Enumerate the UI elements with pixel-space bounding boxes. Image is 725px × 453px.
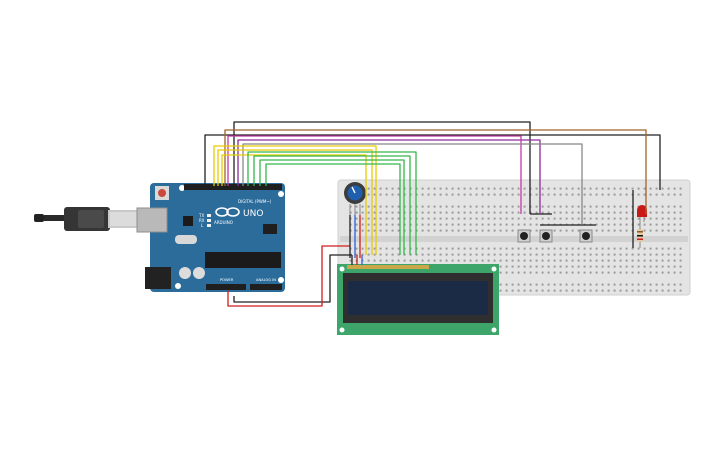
push-button-1[interactable] xyxy=(517,229,531,243)
lcd-screen xyxy=(348,281,488,315)
usb-jack xyxy=(136,207,168,233)
breadboard-top-rail-2 xyxy=(348,192,682,198)
capacitor xyxy=(179,267,191,279)
capacitor xyxy=(193,267,205,279)
lcd-16x2-display[interactable] xyxy=(337,264,499,335)
wire-yellow-3[interactable] xyxy=(221,154,367,255)
potentiometer[interactable] xyxy=(344,182,366,215)
wire-gray[interactable] xyxy=(242,143,583,224)
wires xyxy=(204,121,661,307)
digital-label: DIGITAL (PWM~) xyxy=(238,199,272,204)
arduino-uno-board[interactable]: TX RX L UNO ARDUINO DIGITAL (PWM~) POWER… xyxy=(136,183,285,292)
breadboard-bottom-rail-2 xyxy=(348,287,682,293)
breadboard-upper-strip xyxy=(348,204,682,234)
breadboard-center-channel xyxy=(340,236,688,242)
wire-red[interactable] xyxy=(227,245,350,307)
wire-purple[interactable] xyxy=(237,139,541,214)
power-header xyxy=(206,284,246,290)
analog-header xyxy=(250,284,282,290)
icsp-header xyxy=(263,224,277,234)
breadboard-bottom-rail-1 xyxy=(348,280,682,286)
wire-brown[interactable] xyxy=(224,129,647,214)
red-led[interactable] xyxy=(637,205,647,224)
wire-magenta[interactable] xyxy=(227,135,522,214)
usb-cable[interactable] xyxy=(34,207,140,231)
digital-header xyxy=(184,184,282,190)
power-label: POWER xyxy=(220,278,234,282)
wire-green-2[interactable] xyxy=(253,155,411,255)
rx-label: RX xyxy=(199,218,205,223)
wire-yellow-1[interactable] xyxy=(213,145,377,255)
wire-black-5[interactable] xyxy=(233,254,352,303)
arduino-logo-icon xyxy=(215,207,240,217)
push-button-3[interactable] xyxy=(579,229,593,243)
wire-green-3[interactable] xyxy=(259,159,405,255)
resistor[interactable] xyxy=(637,222,643,248)
tx-label: TX xyxy=(198,213,204,218)
push-button-2[interactable] xyxy=(539,229,553,243)
wire-black-2[interactable] xyxy=(204,134,661,190)
breadboard-top-rail-1 xyxy=(348,185,682,191)
wire-green-1[interactable] xyxy=(247,151,417,255)
crystal xyxy=(175,235,197,244)
wire-green-4[interactable] xyxy=(265,163,401,255)
wire-yellow-2[interactable] xyxy=(217,149,373,255)
l-label: L xyxy=(201,223,204,228)
atmega-chip xyxy=(205,252,281,268)
wire-black-1[interactable] xyxy=(233,121,531,214)
arduino-brand-text: ARDUINO xyxy=(214,220,233,225)
usb-chip xyxy=(183,216,193,226)
lcd-pin-header xyxy=(347,265,429,269)
uno-logo-text: UNO xyxy=(243,209,263,219)
analog-label: ANALOG IN xyxy=(256,278,276,282)
power-jack xyxy=(145,267,171,289)
